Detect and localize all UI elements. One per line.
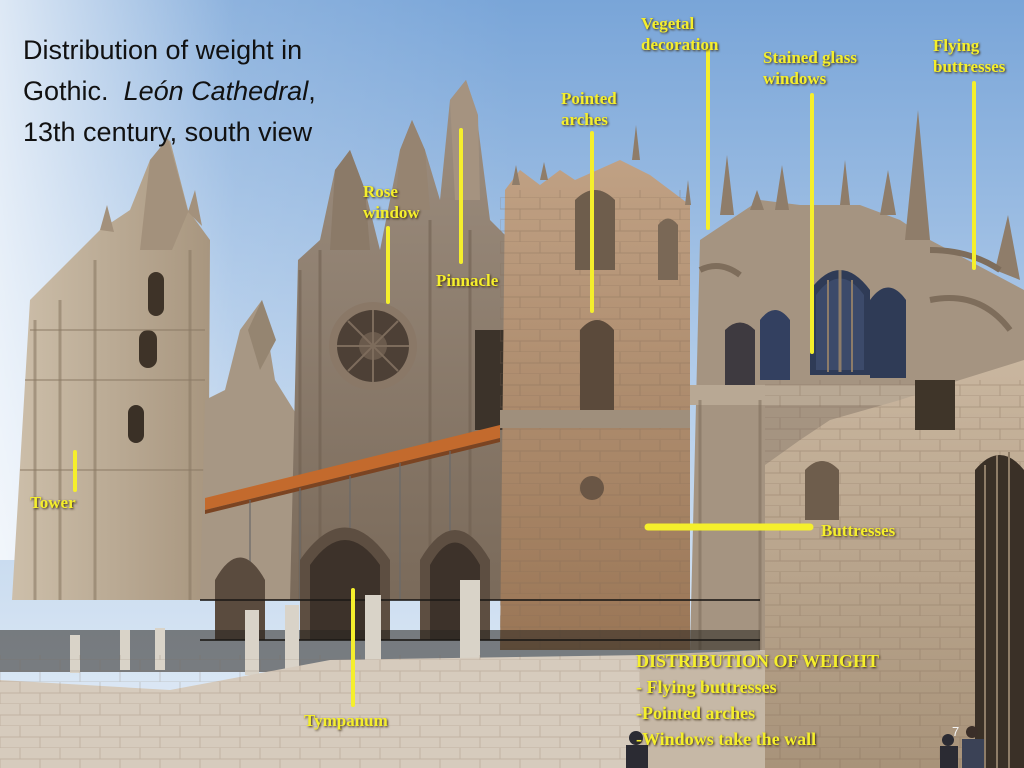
label-vegetal-line2: decoration bbox=[641, 35, 719, 54]
title-line-2-prefix: Gothic. bbox=[23, 76, 109, 106]
label-flying-buttresses: Flying buttresses bbox=[933, 35, 1005, 77]
label-vegetal-line1: Vegetal bbox=[641, 14, 695, 33]
label-buttresses: Buttresses bbox=[821, 521, 896, 540]
people bbox=[626, 726, 984, 768]
right-wall bbox=[765, 360, 1024, 768]
label-pointed-arches: Pointed arches bbox=[561, 88, 617, 130]
label-pinnacle: Pinnacle bbox=[436, 271, 499, 290]
title-line-2: Gothic. León Cathedral, bbox=[23, 71, 316, 112]
page-number: 7 bbox=[952, 724, 960, 739]
label-stained-line2: windows bbox=[763, 69, 827, 88]
title-line-2-italic: León Cathedral bbox=[123, 76, 309, 106]
annotation-heading: DISTRIBUTION OF WEIGHT bbox=[636, 651, 880, 671]
central-tower bbox=[500, 160, 690, 650]
annotation-item: - Flying buttresses bbox=[636, 677, 777, 697]
label-stained-line1: Stained glass bbox=[763, 48, 857, 67]
slide-title: Distribution of weight in Gothic. León C… bbox=[23, 30, 316, 153]
label-pointed-line2: arches bbox=[561, 110, 608, 129]
label-stained-glass-windows: Stained glass windows bbox=[763, 47, 857, 89]
label-vegetal-decoration: Vegetal decoration bbox=[641, 13, 718, 55]
label-rose-line2: window bbox=[363, 203, 420, 222]
left-tower bbox=[12, 138, 210, 600]
label-pointed-line1: Pointed bbox=[561, 89, 617, 108]
mid-left-towers bbox=[200, 300, 300, 600]
label-flying-line1: Flying bbox=[933, 36, 980, 55]
label-flying-line2: buttresses bbox=[933, 57, 1006, 76]
annotation-item: -Pointed arches bbox=[636, 703, 756, 723]
label-tower: Tower bbox=[30, 493, 76, 512]
distribution-annotation: DISTRIBUTION OF WEIGHT - Flying buttress… bbox=[636, 648, 879, 752]
pointer-lines bbox=[73, 48, 976, 707]
annotation-item: -Windows take the wall bbox=[636, 729, 817, 749]
title-line-2-suffix: , bbox=[308, 76, 316, 106]
title-line-3: 13th century, south view bbox=[23, 117, 313, 147]
label-rose-window: Rose window bbox=[363, 181, 420, 223]
label-tympanum: Tympanum bbox=[304, 711, 388, 730]
label-rose-line1: Rose bbox=[363, 182, 398, 201]
flying-buttress-arches bbox=[698, 247, 1013, 332]
bottom-wall bbox=[0, 650, 765, 768]
pinnacles bbox=[512, 110, 1020, 280]
title-line-1: Distribution of weight in bbox=[23, 35, 303, 65]
